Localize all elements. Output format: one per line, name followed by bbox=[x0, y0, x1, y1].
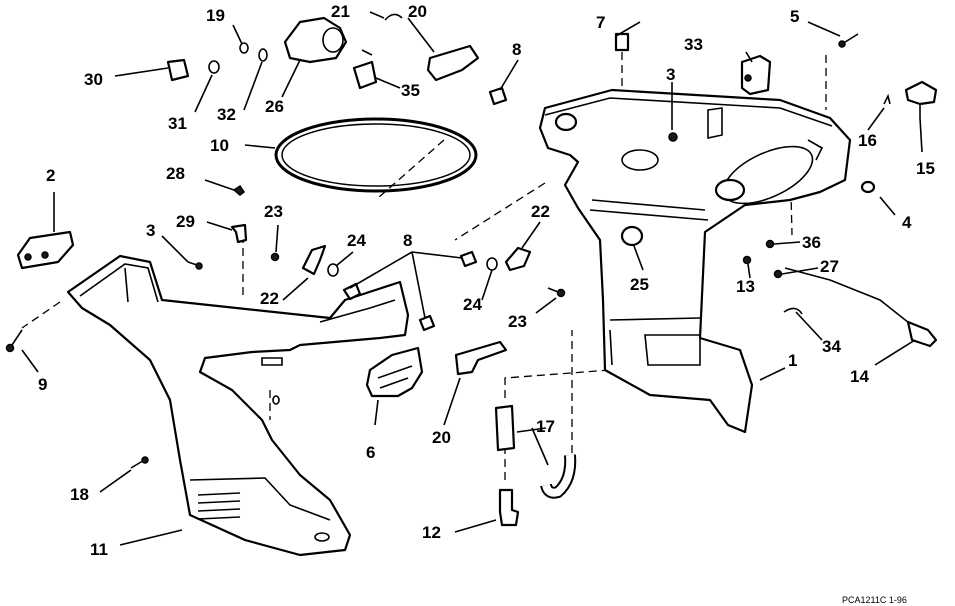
callout-19: 19 bbox=[206, 6, 225, 25]
callout-5: 5 bbox=[790, 7, 799, 26]
callout-34: 34 bbox=[822, 337, 841, 356]
callout-3a: 3 bbox=[146, 221, 155, 240]
callout-20b: 20 bbox=[432, 428, 451, 447]
callout-1: 1 bbox=[788, 351, 797, 370]
callout-22b: 22 bbox=[531, 202, 550, 221]
callout-30: 30 bbox=[84, 70, 103, 89]
leader-lines bbox=[21, 11, 923, 546]
callout-8b: 8 bbox=[512, 40, 521, 59]
callout-3b: 3 bbox=[666, 65, 675, 84]
callout-7: 7 bbox=[596, 13, 605, 32]
callout-13: 13 bbox=[736, 277, 755, 296]
callout-35: 35 bbox=[401, 81, 420, 100]
callout-26: 26 bbox=[265, 97, 284, 116]
callout-16: 16 bbox=[858, 131, 877, 150]
callout-32: 32 bbox=[217, 105, 236, 124]
callout-22a: 22 bbox=[260, 289, 279, 308]
callout-9: 9 bbox=[38, 375, 47, 394]
callout-4: 4 bbox=[902, 213, 912, 232]
callout-15: 15 bbox=[916, 159, 935, 178]
callout-31: 31 bbox=[168, 114, 187, 133]
part-10-gasket bbox=[274, 117, 478, 193]
callout-2: 2 bbox=[46, 166, 55, 185]
callout-33: 33 bbox=[684, 35, 703, 54]
callout-8a: 8 bbox=[403, 231, 412, 250]
callout-25: 25 bbox=[630, 275, 649, 294]
callout-28: 28 bbox=[166, 164, 185, 183]
callout-18: 18 bbox=[70, 485, 89, 504]
callout-24b: 24 bbox=[463, 295, 482, 314]
part-11-lower-cowl bbox=[66, 254, 410, 557]
callout-27: 27 bbox=[820, 257, 839, 276]
callout-23b: 23 bbox=[508, 312, 527, 331]
drawing-code: PCA1211C 1-96 bbox=[842, 595, 907, 605]
callout-11: 11 bbox=[90, 540, 108, 559]
callout-12: 12 bbox=[422, 523, 441, 542]
callout-14: 14 bbox=[850, 367, 869, 386]
callout-23a: 23 bbox=[264, 202, 283, 221]
callout-29: 29 bbox=[176, 212, 195, 231]
callout-17: 17 bbox=[536, 417, 555, 436]
callout-10: 10 bbox=[210, 136, 229, 155]
part-1-exhaust-housing bbox=[538, 88, 852, 434]
small-parts bbox=[5, 13, 938, 527]
callout-36: 36 bbox=[802, 233, 821, 252]
callout-6: 6 bbox=[366, 443, 375, 462]
callout-20a: 20 bbox=[408, 2, 427, 21]
callout-21: 21 bbox=[331, 2, 350, 21]
callouts: 1 2 3 3 4 5 6 7 8 8 9 10 11 12 13 14 15 … bbox=[38, 2, 935, 605]
callout-24a: 24 bbox=[347, 231, 366, 250]
